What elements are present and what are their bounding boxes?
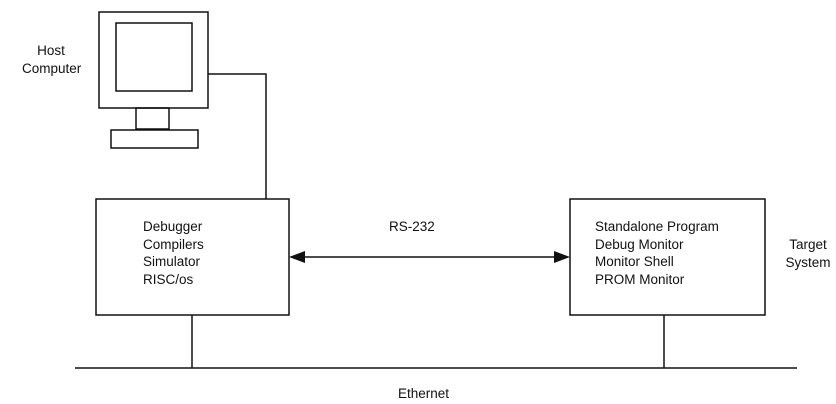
target-label-line1: Target	[789, 237, 827, 252]
host-box-contents: Debugger Compilers Simulator RISC/os	[143, 218, 204, 288]
host-box-line: Simulator	[143, 254, 201, 269]
rs232-label: RS-232	[389, 219, 435, 234]
computer-monitor-icon	[98, 11, 209, 149]
monitor-stand	[135, 107, 170, 130]
host-box-line: Compilers	[143, 236, 204, 252]
keyboard	[110, 129, 199, 149]
host-box-line: Debugger	[143, 219, 203, 234]
host-label-line1: Host	[37, 43, 65, 58]
rs232-arrowhead-right	[554, 251, 570, 263]
ethernet-label: Ethernet	[398, 386, 450, 401]
rs232-arrowhead-left	[289, 251, 305, 263]
target-box-contents: Standalone Program Debug Monitor Monitor…	[595, 218, 719, 288]
target-box-line: Monitor Shell	[595, 254, 674, 269]
host-label-line2: Computer	[22, 60, 82, 76]
host-computer-label: Host Computer	[22, 42, 82, 77]
target-system-label: Target System	[782, 236, 834, 271]
host-box-line: RISC/os	[143, 271, 194, 287]
monitor-screen	[115, 22, 193, 92]
target-box-line: Debug Monitor	[595, 236, 684, 252]
monitor-cable	[208, 73, 267, 199]
target-box-line: Standalone Program	[595, 219, 719, 234]
target-box-line: PROM Monitor	[595, 271, 685, 287]
rs232-link	[289, 251, 570, 263]
target-label-line2: System	[785, 254, 831, 270]
